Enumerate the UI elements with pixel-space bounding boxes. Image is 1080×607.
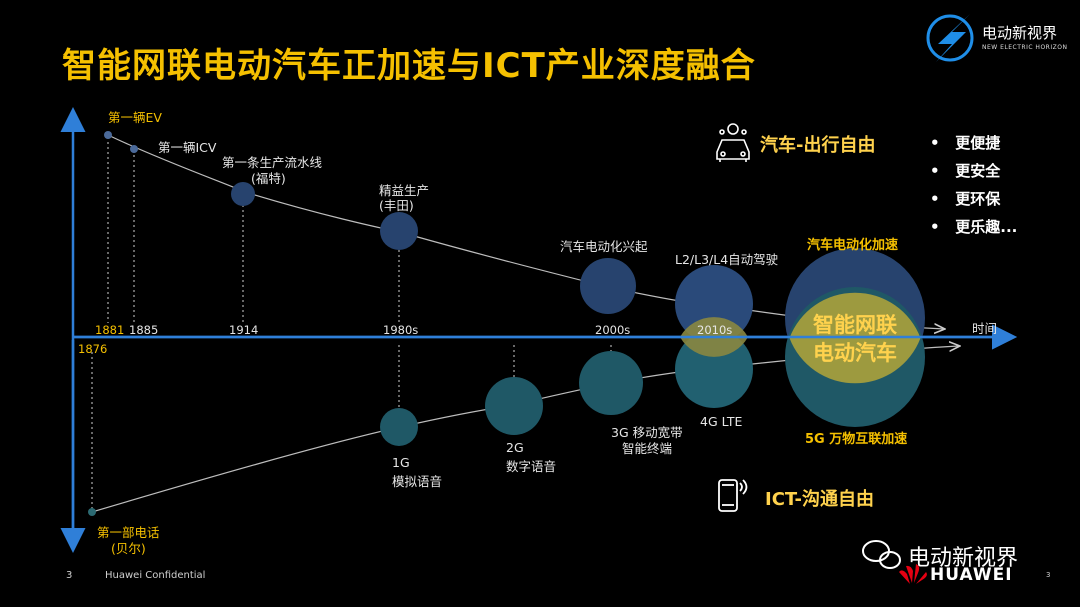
year-2010s: 2010s: [697, 323, 733, 337]
milestone-autonomous: L2/L3/L4自动驾驶: [675, 252, 779, 267]
milestone-3g-sub: 智能终端: [622, 441, 673, 456]
section-ict-freedom: ICT-沟通自由: [765, 489, 875, 510]
year-1885: 1885: [129, 323, 159, 337]
watermark-text: 电动新视界: [908, 546, 1019, 571]
milestone-telephone-sub: (贝尔): [111, 541, 146, 556]
bubble-3g: [579, 351, 643, 415]
footer-confidential: Huawei Confidential: [105, 570, 206, 581]
milestone-1g-sub: 模拟语音: [392, 474, 443, 489]
milestone-first-ev: 第一辆EV: [108, 110, 162, 125]
milestone-2g-sub: 数字语音: [506, 459, 557, 474]
brand-sub: NEW ELECTRIC HORIZON: [982, 44, 1068, 51]
bubble-toyota: [380, 212, 418, 250]
milestone-ev-rise: 汽车电动化兴起: [560, 239, 648, 254]
year-2000s: 2000s: [595, 323, 631, 337]
bubble-ev-rise: [580, 258, 636, 314]
center-label-line1: 智能网联: [813, 313, 897, 337]
footer-page-number: 3: [66, 570, 73, 581]
section-car-freedom: 汽车-出行自由: [760, 135, 876, 156]
page-title: 智能网联电动汽车正加速与ICT产业深度融合: [62, 46, 756, 86]
milestone-toyota: 精益生产: [379, 183, 430, 198]
year-1980s: 1980s: [383, 323, 419, 337]
5g-accelerate-label: 5G 万物互联加速: [805, 432, 908, 447]
car-icon: [716, 123, 750, 162]
dot-first-icv: [130, 145, 138, 153]
center-label: 智能网联 电动汽车: [795, 311, 915, 367]
huawei-logo-icon: [899, 564, 927, 584]
milestone-ford: 第一条生产流水线: [222, 155, 323, 170]
bullet-2: • 更安全: [930, 162, 1001, 180]
milestone-1g: 1G: [392, 455, 410, 470]
year-1914: 1914: [229, 323, 259, 337]
brand-logo-icon: [926, 14, 974, 62]
milestone-first-icv: 第一辆ICV: [158, 140, 217, 155]
milestone-3g: 3G 移动宽带: [611, 425, 683, 440]
lower-curve: [91, 346, 960, 513]
huawei-wordmark: HUAWEI: [930, 565, 1013, 585]
time-axis-label: 时间: [972, 321, 998, 336]
ev-accelerate-label: 汽车电动化加速: [807, 238, 899, 253]
bullet-3: • 更环保: [930, 190, 1001, 208]
bullet-4: • 更乐趣...: [930, 218, 1018, 236]
bullet-1: • 更便捷: [930, 134, 1001, 152]
bubble-2g: [485, 377, 543, 435]
milestone-2g: 2G: [506, 440, 524, 455]
wechat-icon: [862, 540, 901, 569]
milestone-telephone: 第一部电话: [97, 525, 160, 540]
milestone-toyota-sub: (丰田): [379, 198, 414, 213]
bubble-ford: [231, 182, 255, 206]
center-label-line2: 电动汽车: [813, 341, 897, 365]
phone-icon: [718, 479, 748, 512]
bubble-1g: [380, 408, 418, 446]
year-1876: 1876: [78, 342, 108, 356]
year-1881: 1881: [95, 323, 125, 337]
dot-telephone: [88, 508, 96, 516]
dot-first-ev: [104, 131, 112, 139]
milestone-ford-sub: (福特): [251, 171, 286, 186]
milestone-4g: 4G LTE: [700, 414, 743, 429]
brand-name: 电动新视界: [982, 24, 1058, 42]
footer-page-number-right: 3: [1046, 571, 1051, 579]
